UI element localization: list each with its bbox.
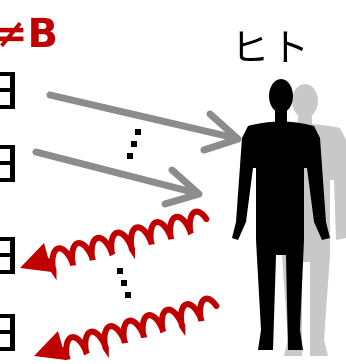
glyph-edge-icon <box>0 237 15 274</box>
red-wave-arrow-icon <box>34 295 220 361</box>
glyph-edge-icon <box>0 145 15 182</box>
dots-connector <box>127 129 141 159</box>
dots-connector <box>117 268 131 298</box>
glyph-edge-icon <box>0 72 15 109</box>
glyph-edge-icon <box>0 314 15 351</box>
fragment-b-label: ≠B <box>0 11 59 57</box>
human-label: ヒト <box>231 26 312 70</box>
wave-line <box>46 208 210 281</box>
wave-arrowhead <box>34 331 66 360</box>
human-body <box>232 79 330 350</box>
wave-arrowhead <box>20 243 52 272</box>
wave-line <box>60 295 220 361</box>
gray-arrow-icon <box>46 91 242 154</box>
red-wave-arrow-icon <box>20 208 210 281</box>
gray-arrow-icon <box>32 148 203 208</box>
glyph-column <box>0 72 15 351</box>
human-silhouette-icon <box>232 79 346 356</box>
